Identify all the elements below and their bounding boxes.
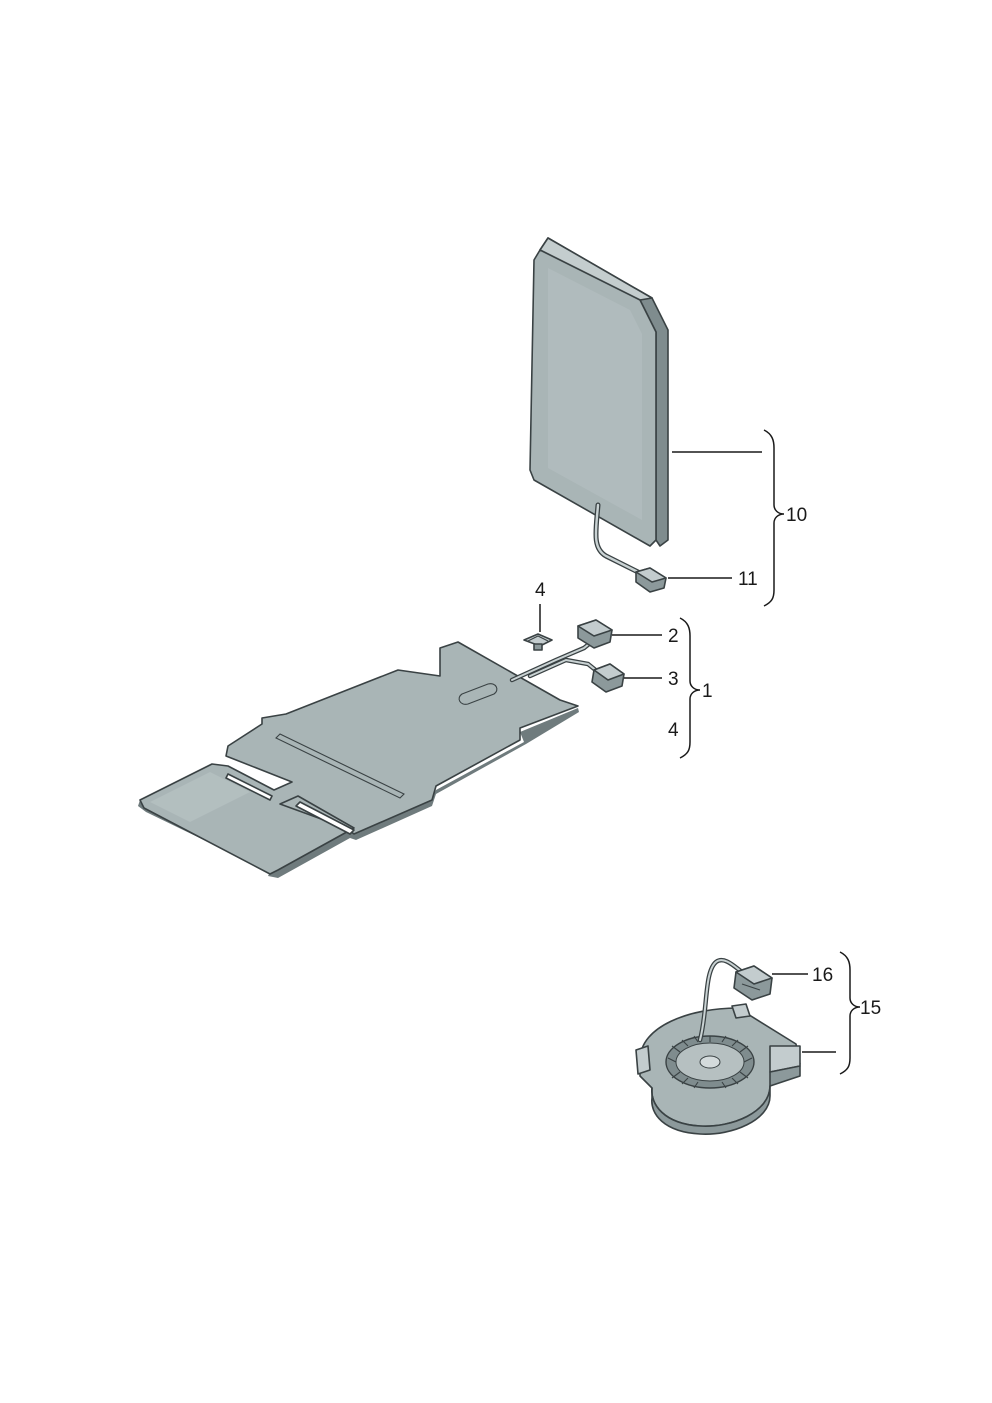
brackets xyxy=(679,429,861,1075)
clip-part-4 xyxy=(523,633,553,651)
leader-lines xyxy=(539,451,836,1053)
callout-1: 1 xyxy=(702,681,713,702)
fan-cable xyxy=(697,957,745,1043)
callout-2: 2 xyxy=(668,626,679,647)
connector-2 xyxy=(577,619,613,649)
callout-4-side: 4 xyxy=(668,720,679,741)
callout-15: 15 xyxy=(860,998,881,1019)
impeller-blades xyxy=(667,1035,753,1089)
callout-3: 3 xyxy=(668,669,679,690)
connector-11 xyxy=(635,567,667,593)
backrest-pad-cable xyxy=(593,502,645,577)
blower-fan xyxy=(635,1003,801,1135)
callout-11: 11 xyxy=(738,569,758,590)
wiring-harness xyxy=(509,637,601,683)
callout-10: 10 xyxy=(786,505,807,526)
callout-labels: 10 11 4 2 3 1 4 16 15 xyxy=(535,505,881,1019)
backrest-heating-pad xyxy=(529,237,669,547)
connector-16 xyxy=(733,965,773,1001)
seat-cushion-heating-pad xyxy=(138,641,579,878)
connector-3 xyxy=(591,663,625,693)
callout-16: 16 xyxy=(812,965,833,986)
callout-4-top: 4 xyxy=(535,580,546,601)
